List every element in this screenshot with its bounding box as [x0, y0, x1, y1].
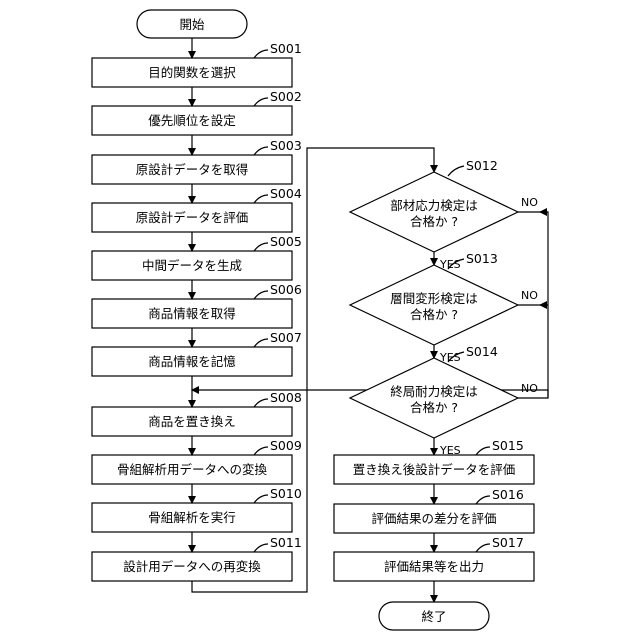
step-leader: [254, 399, 268, 407]
process-text: 置き換え後設計データを評価: [353, 462, 516, 477]
process-step: 中間データを生成 S005: [92, 234, 302, 280]
step-id: S005: [270, 234, 302, 249]
process-text: 商品情報を取得: [148, 306, 236, 321]
step-leader: [254, 447, 268, 455]
decision-text-line1: 層間変形検定は: [390, 291, 478, 306]
step-leader: [448, 166, 464, 176]
process-text: 評価結果等を出力: [384, 559, 484, 574]
step-id: S010: [270, 486, 302, 501]
step-leader: [254, 243, 268, 251]
process-step: 骨組解析用データへの変換S009: [92, 438, 302, 484]
step-leader: [254, 339, 268, 347]
step-leader: [254, 495, 268, 503]
decision-text-line2: 合格か ?: [410, 400, 458, 415]
step-id: S001: [270, 41, 302, 56]
step-id: S016: [492, 487, 524, 502]
end-terminal: 終了: [379, 602, 489, 630]
decision-text-line1: 部材応力検定は: [390, 198, 478, 213]
decision-step: 部材応力検定は合格か ?S012NOYES: [350, 158, 538, 271]
no-label: NO: [521, 382, 538, 395]
process-text: 原設計データを取得: [136, 162, 249, 177]
process-step: 原設計データを評価 S004: [92, 186, 302, 232]
step-id: S011: [270, 535, 302, 550]
process-text: 商品を置き換え: [148, 414, 236, 429]
step-leader: [254, 195, 268, 203]
process-text: 目的関数を選択: [148, 65, 236, 80]
process-step: 目的関数を選択 S001: [92, 41, 302, 87]
step-id: S006: [270, 282, 302, 297]
right-process-column: 置き換え後設計データを評価 S015 評価結果の差分を評価 S016 評価結果等を出力 S…: [334, 438, 534, 581]
step-leader: [476, 544, 490, 552]
step-id: S014: [466, 344, 498, 359]
process-step: 商品を置き換え S008: [92, 390, 302, 436]
step-id: S008: [270, 390, 302, 405]
step-leader: [254, 50, 268, 58]
step-id: S009: [270, 438, 302, 453]
step-id: S012: [466, 158, 498, 173]
decision-text-line2: 合格か ?: [410, 307, 458, 322]
decision-column: 部材応力検定は合格か ?S012NOYES層間変形検定は合格か ?S013NOY…: [350, 158, 538, 457]
no-label: NO: [521, 196, 538, 209]
process-step: 骨組解析を実行 S010: [92, 486, 302, 532]
step-id: S002: [270, 89, 302, 104]
step-leader: [254, 544, 268, 552]
step-id: S007: [270, 330, 302, 345]
step-id: S017: [492, 535, 524, 550]
step-id: S013: [466, 251, 498, 266]
process-text: 骨組解析を実行: [148, 510, 236, 525]
step-id: S003: [270, 138, 302, 153]
process-text: 中間データを生成: [142, 258, 242, 273]
no-label: NO: [521, 289, 538, 302]
process-text: 原設計データを評価: [136, 210, 249, 225]
left-process-column: 目的関数を選択S001優先順位を設定S002原設計データを取得S003原設計デー…: [92, 41, 302, 581]
process-text: 商品情報を記憶: [148, 354, 236, 369]
decision-text-line2: 合格か ?: [410, 214, 458, 229]
end-label: 終了: [421, 609, 446, 624]
step-leader: [254, 291, 268, 299]
process-text: 優先順位を設定: [148, 113, 236, 128]
start-terminal: 開始: [137, 10, 247, 38]
start-label: 開始: [179, 17, 205, 32]
step-id: S004: [270, 186, 302, 201]
process-step: 原設計データを取得 S003: [92, 138, 302, 184]
process-text: 骨組解析用データへの変換: [117, 462, 268, 477]
step-leader: [476, 496, 490, 504]
process-step: 商品情報を記憶 S007: [92, 330, 302, 376]
step-id: S015: [492, 438, 524, 453]
process-step: 商品情報を取得 S006: [92, 282, 302, 328]
step-leader: [254, 98, 268, 106]
decision-text-line1: 終局耐力検定は: [390, 384, 478, 399]
process-text: 評価結果の差分を評価: [371, 511, 496, 526]
process-text: 設計用データへの再変換: [123, 559, 261, 574]
process-step: 設計用データへの再変換 S011: [92, 535, 302, 581]
step-leader: [254, 147, 268, 155]
process-step: 優先順位を設定 S002: [92, 89, 302, 135]
step-leader: [476, 447, 490, 455]
